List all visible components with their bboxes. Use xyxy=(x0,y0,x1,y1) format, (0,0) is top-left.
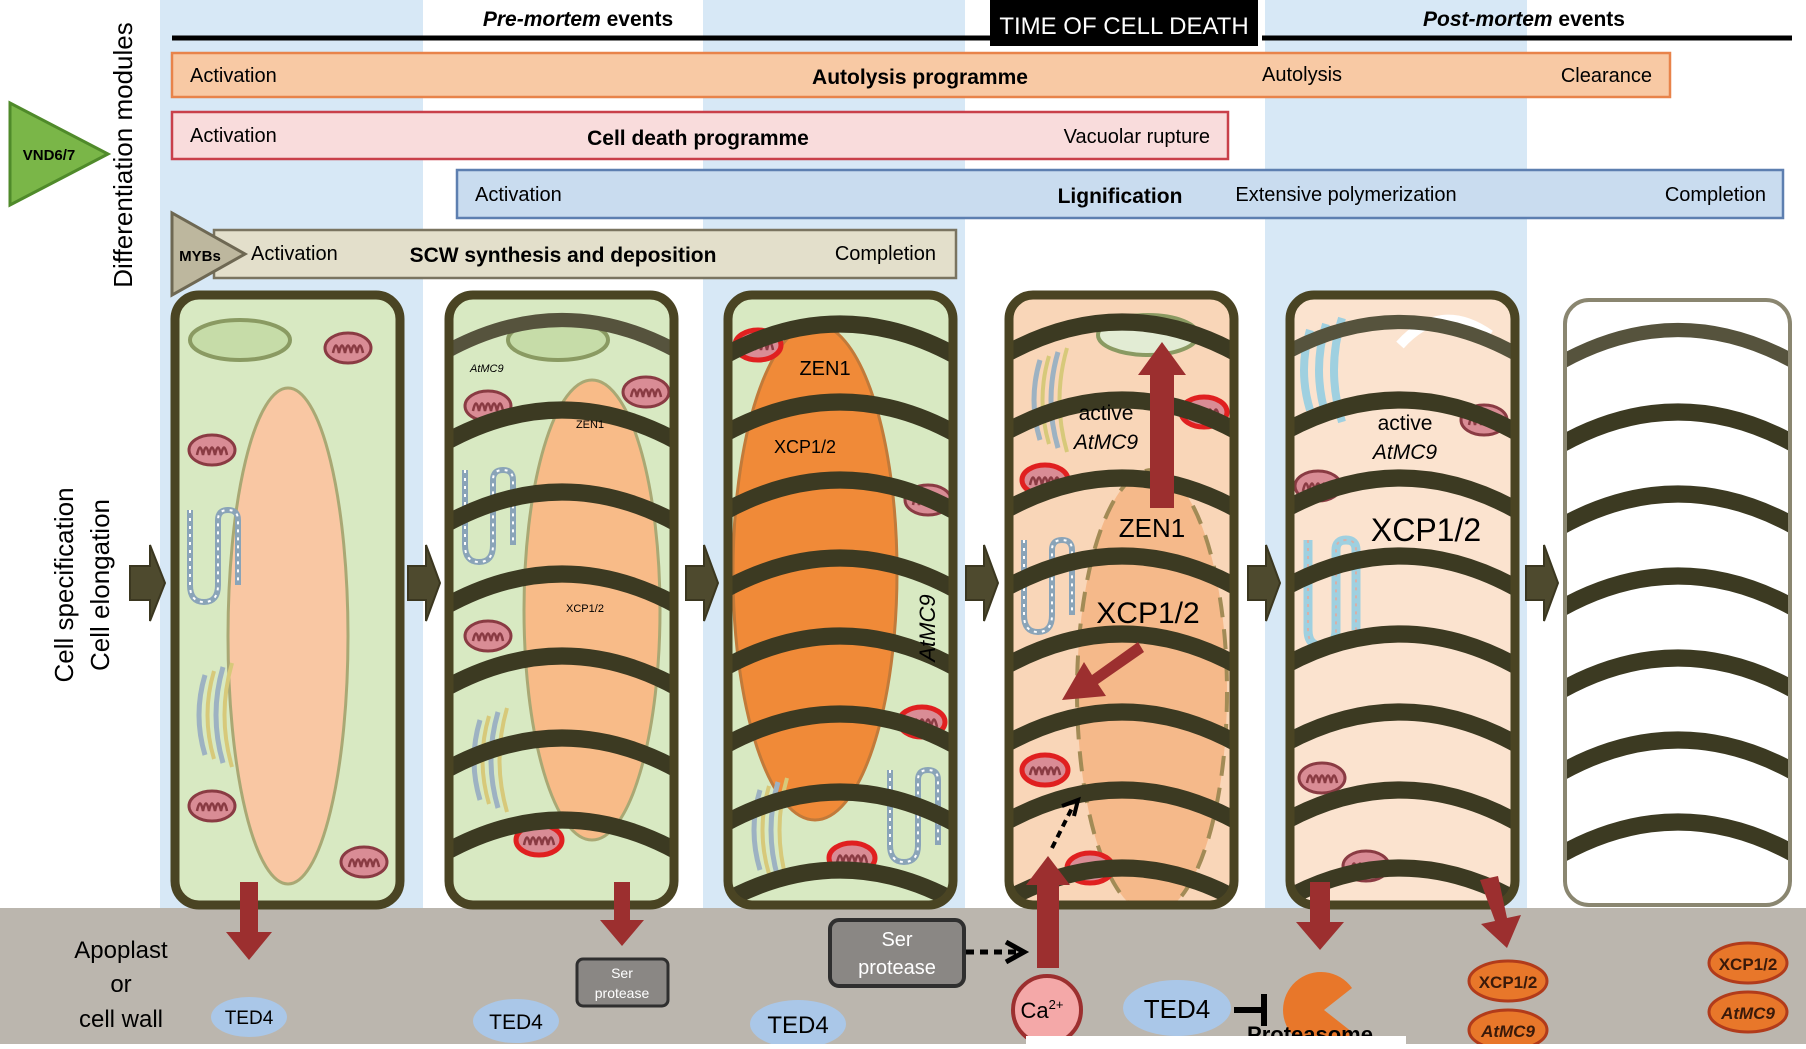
cell-3-xcp: XCP1/2 xyxy=(774,437,836,457)
lignification-bar: Activation Lignification Extensive polym… xyxy=(457,170,1783,218)
cell-4-zen1: ZEN1 xyxy=(1119,513,1185,543)
xcp-oval-2: XCP1/2 xyxy=(1709,943,1787,983)
cell-2-zen1: ZEN1 xyxy=(576,419,604,431)
svg-text:MYBs: MYBs xyxy=(179,248,221,265)
svg-text:Lignification: Lignification xyxy=(1058,185,1183,208)
svg-text:Autolysis: Autolysis xyxy=(1262,64,1342,86)
cell-1 xyxy=(175,295,400,905)
cell-4: active AtMC9 ZEN1 XCP1/2 xyxy=(992,295,1252,914)
svg-text:Autolysis programme: Autolysis programme xyxy=(812,66,1028,89)
svg-text:Ser: Ser xyxy=(881,929,912,951)
cell-5: active AtMC9 XCP1/2 xyxy=(1270,295,1530,908)
svg-text:Completion: Completion xyxy=(835,243,936,265)
svg-text:Cell death programme: Cell death programme xyxy=(587,127,809,150)
ted4-1: TED4 xyxy=(211,997,287,1037)
crop-mask xyxy=(1026,1036,1406,1044)
ted4-2: TED4 xyxy=(473,999,559,1043)
svg-text:Ser: Ser xyxy=(611,965,633,981)
post-mortem-label: Post-mortem events xyxy=(1423,8,1625,31)
svg-text:XCP1/2: XCP1/2 xyxy=(1719,955,1778,974)
time-of-death-label: TIME OF CELL DEATH xyxy=(999,13,1248,40)
svg-text:Clearance: Clearance xyxy=(1561,65,1652,87)
xcp-oval-1: XCP1/2 xyxy=(1469,961,1547,1001)
svg-text:Activation: Activation xyxy=(251,243,338,265)
svg-text:Activation: Activation xyxy=(190,65,277,87)
cell-2-xcp: XCP1/2 xyxy=(566,603,604,615)
svg-text:XCP1/2: XCP1/2 xyxy=(1479,973,1538,992)
svg-text:VND6/7: VND6/7 xyxy=(23,147,76,164)
cell-2-atmc9: AtMC9 xyxy=(469,363,504,375)
svg-text:Completion: Completion xyxy=(1665,184,1766,206)
atmc9-oval-2: AtMC9 xyxy=(1709,992,1787,1032)
svg-text:TED4: TED4 xyxy=(767,1012,828,1039)
ca-ion: Ca2+ xyxy=(1013,976,1081,1044)
cell-5-xcp: XCP1/2 xyxy=(1371,512,1481,548)
ser-protease-large: Ser protease xyxy=(830,920,964,986)
svg-text:AtMC9: AtMC9 xyxy=(1480,1022,1535,1041)
svg-text:or: or xyxy=(110,971,131,998)
cell-4-atmc9: AtMC9 xyxy=(1072,431,1139,454)
cell-4-xcp: XCP1/2 xyxy=(1096,597,1199,630)
cell-death-bar: Activation Cell death programme Vacuolar… xyxy=(172,112,1228,159)
cell-5-active: active xyxy=(1378,412,1433,435)
cell-3: ZEN1 XCP1/2 AtMC9 xyxy=(710,295,970,910)
cell-3-atmc9: AtMC9 xyxy=(915,594,940,663)
cell-2: AtMC9 ZEN1 XCP1/2 xyxy=(432,295,692,905)
svg-text:TED4: TED4 xyxy=(489,1011,543,1034)
cell-elongation-label: Cell elongation xyxy=(85,499,115,671)
cell-3-zen1: ZEN1 xyxy=(799,358,850,380)
atmc9-oval-1: AtMC9 xyxy=(1469,1010,1547,1044)
cell-6 xyxy=(1548,300,1806,905)
svg-text:TED4: TED4 xyxy=(225,1008,274,1029)
side-labels: Differentiation modules Cell specificati… xyxy=(49,22,138,682)
autolysis-bar: Activation Autolysis programme Autolysis… xyxy=(172,53,1670,97)
svg-text:Apoplast: Apoplast xyxy=(74,937,168,964)
svg-text:Vacuolar rupture: Vacuolar rupture xyxy=(1064,126,1210,148)
differentiation-modules-label: Differentiation modules xyxy=(108,22,138,287)
cell-5-atmc9: AtMC9 xyxy=(1371,441,1438,464)
cell-4-active: active xyxy=(1079,402,1134,425)
svg-text:Extensive polymerization: Extensive polymerization xyxy=(1235,184,1456,206)
svg-text:cell wall: cell wall xyxy=(79,1006,163,1033)
svg-text:protease: protease xyxy=(858,957,936,979)
cell-specification-label: Cell specification xyxy=(49,487,79,682)
ser-protease-small: Ser protease xyxy=(577,959,668,1006)
svg-text:protease: protease xyxy=(595,985,650,1001)
scw-bar: Activation SCW synthesis and deposition … xyxy=(214,230,956,278)
svg-text:Activation: Activation xyxy=(475,184,562,206)
svg-text:Activation: Activation xyxy=(190,125,277,147)
vnd-triangle: VND6/7 xyxy=(10,103,108,205)
svg-text:TED4: TED4 xyxy=(1144,994,1210,1024)
svg-text:SCW synthesis and deposition: SCW synthesis and deposition xyxy=(410,244,717,267)
pre-mortem-label: Pre-mortem events xyxy=(483,8,673,31)
svg-text:AtMC9: AtMC9 xyxy=(1720,1004,1775,1023)
ted4-4: TED4 xyxy=(1123,980,1231,1036)
